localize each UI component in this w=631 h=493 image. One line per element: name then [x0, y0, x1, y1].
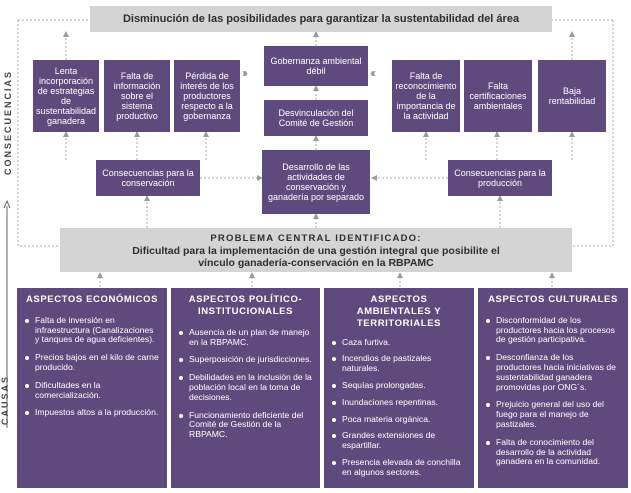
cause-column-title: ASPECTOS AMBIENTALES Y TERRITORIALES	[356, 294, 442, 329]
cause-item: Caza furtiva.	[332, 337, 466, 348]
consequence-box-falta-certificaciones: Falta certificaciones ambientales	[464, 60, 532, 132]
consequence-box-desvinculacion: Desvinculación del Comité de Gestión	[264, 100, 368, 136]
cause-column-cultural: ASPECTOS CULTURALES Disconformidad de lo…	[478, 288, 628, 488]
cause-item: Poca materia orgánica.	[332, 414, 466, 425]
cause-list: Caza furtiva. Incendios de pastizales na…	[332, 337, 466, 478]
cause-column-title: ASPECTOS CULTURALES	[488, 294, 618, 305]
central-problem-heading: PROBLEMA CENTRAL IDENTIFICADO:	[210, 233, 422, 244]
consequence-box-falta-reconocimiento: Falta de reconocimiento de la importanci…	[392, 60, 460, 132]
cause-item: Prejuicio general del uso del fuego para…	[486, 399, 620, 429]
frame-line	[572, 20, 614, 247]
cause-item: Falta de inversión en infraestructura (C…	[25, 315, 159, 345]
consequence-box-gobernanza: Gobernanza ambiental débil	[264, 46, 368, 86]
cause-column-environmental: ASPECTOS AMBIENTALES Y TERRITORIALES Caz…	[324, 288, 474, 488]
cause-item: Impuestos altos a la producción.	[25, 408, 159, 418]
up-arrow-icon	[2, 199, 12, 430]
cause-list: Disconformidad de los productores hacia …	[486, 315, 620, 467]
cause-column-title: ASPECTOS ECONÓMICOS	[25, 294, 159, 305]
separate-development-box: Desarrollo de las actividades de conserv…	[262, 150, 370, 214]
consequences-side-label: CONSECUENCIAS	[3, 69, 13, 175]
consequences-production-box: Consecuencias para la producción	[448, 160, 552, 196]
consequence-box-falta-informacion: Falta de información sobre el sistema pr…	[104, 60, 170, 132]
cause-item: Debilidades en la inclusión de la poblac…	[179, 372, 312, 402]
top-banner: Disminución de las posibilidades para ga…	[90, 6, 552, 32]
cause-item: Ausencia de un plan de manejo en la RBPA…	[179, 327, 312, 348]
central-problem-line2: vínculo ganadería-conservación en la RBP…	[198, 257, 434, 269]
frame-line	[17, 20, 60, 247]
cause-list: Falta de inversión en infraestructura (C…	[25, 315, 159, 418]
chevrons-right-icon: ›››	[242, 66, 248, 80]
cause-item: Desconfianza de los productores hacia in…	[486, 352, 620, 392]
cause-list: Ausencia de un plan de manejo en la RBPA…	[179, 327, 312, 440]
central-problem-line1: Dificultad para la implementación de una…	[132, 245, 500, 257]
cause-item: Disconformidad de los productores hacia …	[486, 315, 620, 345]
cause-item: Precios bajos en el kilo de carne produc…	[25, 352, 159, 373]
cause-column-political: ASPECTOS POLÍTICO-INSTITUCIONALES Ausenc…	[171, 288, 320, 488]
cause-item: Superposición de jurisdicciones.	[179, 355, 312, 365]
chevrons-left-icon: ‹‹‹	[370, 66, 376, 80]
consequences-conservation-box: Consecuencias para la conservación	[96, 160, 200, 196]
consequence-box-perdida-interes: Pérdida de interés de los productores re…	[174, 60, 240, 132]
cause-column-economic: ASPECTOS ECONÓMICOS Falta de inversión e…	[17, 288, 167, 488]
consequence-box-baja-rentabilidad: Baja rentabilidad	[538, 60, 606, 132]
cause-item: Grandes extensiones de espartillar.	[332, 431, 466, 451]
cause-item: Falta de conocimiento del desarrollo de …	[486, 437, 620, 467]
cause-item: Incendios de pastizales naturales.	[332, 354, 466, 374]
cause-item: Presencia elevada de conchilla en alguno…	[332, 457, 466, 478]
cause-item: Dificultades en la comercialización.	[25, 380, 159, 401]
consequence-box-lenta: Lenta incorporación de estrategias de su…	[33, 60, 99, 132]
cause-column-title: ASPECTOS POLÍTICO-INSTITUCIONALES	[188, 294, 303, 317]
cause-item: Sequías prolongadas.	[332, 380, 466, 391]
cause-item: Inundaciones repentinas.	[332, 397, 466, 408]
cause-item: Funcionamiento deficiente del Comité de …	[179, 410, 312, 440]
central-problem-box: PROBLEMA CENTRAL IDENTIFICADO: Dificulta…	[60, 228, 572, 272]
